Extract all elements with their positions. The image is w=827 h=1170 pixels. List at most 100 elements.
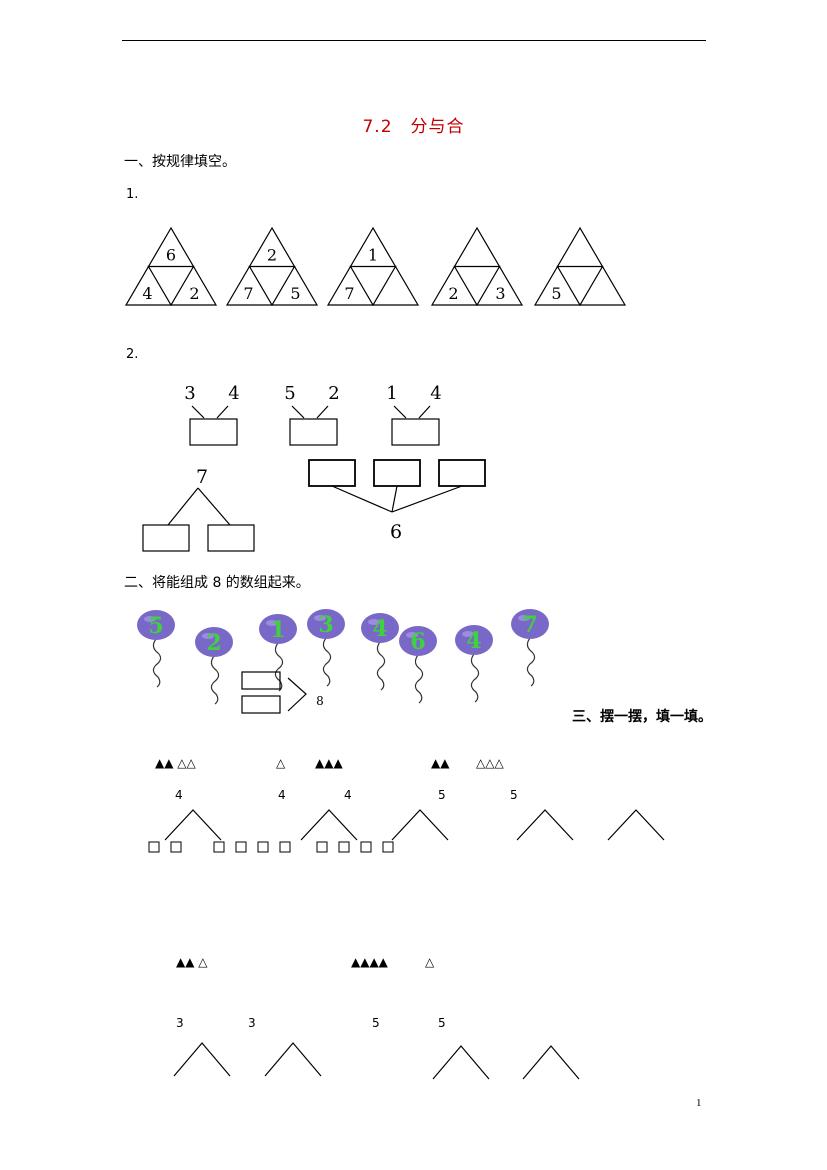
inner-triangle (453, 265, 501, 307)
shapes-group: △△△ (476, 756, 504, 770)
balloon: 5 (137, 610, 175, 688)
balloon-string (322, 637, 332, 687)
balloon-string (376, 641, 386, 691)
balloon: 3 (307, 609, 345, 687)
connector-line (393, 405, 407, 419)
answer-square (279, 841, 291, 853)
triangle-left-number: 2 (448, 284, 458, 303)
triangle-right-number: 3 (495, 284, 505, 303)
inner-triangle (349, 265, 397, 307)
branch-line (391, 485, 398, 513)
shapes-group: △ (425, 955, 435, 969)
bond-total: 5 (372, 1016, 380, 1030)
answer-box (207, 524, 255, 552)
answer-square (360, 841, 372, 853)
shapes-group: ▲▲▲▲ (351, 955, 388, 969)
section3-heading: 三、摆一摆，填一填。 (572, 709, 712, 725)
triangle-top-number: 1 (368, 246, 378, 265)
balloon-highlight (202, 633, 214, 639)
triangle-right-number: 5 (290, 284, 300, 303)
balloon-number: 4 (466, 628, 481, 654)
question-1-label: 1. (126, 187, 139, 202)
split-branch (391, 809, 449, 841)
triangle-top-number: 2 (267, 246, 277, 265)
answer-square (316, 841, 328, 853)
addend-a: 3 (184, 383, 195, 404)
answer-box (241, 695, 281, 714)
whole-number: 7 (196, 466, 208, 488)
bracket (287, 677, 307, 712)
balloon-number: 2 (206, 630, 221, 656)
answer-box (241, 671, 281, 690)
triangle-left-number: 5 (551, 284, 561, 303)
inner-triangle (248, 265, 296, 307)
balloon-highlight (462, 631, 474, 637)
balloon-number: 6 (410, 629, 425, 655)
inner-triangle (147, 265, 195, 307)
balloon-highlight (518, 615, 530, 621)
shapes-group: ▲▲ (431, 756, 450, 770)
branch-line (197, 487, 231, 526)
split-branch (607, 809, 665, 841)
bond-total: 3 (176, 1016, 184, 1030)
balloon-string (470, 653, 480, 703)
section2-heading: 二、将能组成 8 的数组起来。 (124, 575, 310, 591)
answer-square (257, 841, 269, 853)
split-branch (300, 809, 358, 841)
balloon-string (526, 637, 536, 687)
balloon-string (274, 642, 284, 692)
balloon-string (414, 654, 424, 704)
section1-heading: 一、按规律填空。 (124, 154, 236, 170)
split-branch (164, 809, 222, 841)
balloon: 7 (511, 609, 549, 687)
addend-b: 4 (430, 383, 441, 404)
answer-square (382, 841, 394, 853)
answer-square (213, 841, 225, 853)
connector-line (418, 405, 431, 419)
addend-b: 2 (328, 383, 339, 404)
balloon-number: 3 (318, 612, 333, 638)
addend-b: 4 (228, 383, 239, 404)
question-2-label: 2. (126, 347, 139, 362)
bond-total: 4 (344, 788, 352, 802)
target-number: 8 (316, 694, 324, 708)
header-rule (122, 40, 706, 41)
answer-box (308, 459, 356, 487)
split-branch (264, 1042, 322, 1077)
triangle-left-number: 4 (142, 284, 152, 303)
bond-total: 3 (248, 1016, 256, 1030)
split-branch (432, 1045, 490, 1080)
answer-box (189, 418, 238, 446)
triangle-right-number: 2 (189, 284, 199, 303)
answer-box (373, 459, 421, 487)
balloon-highlight (368, 619, 380, 625)
shapes-group: ▲▲ △△ (155, 756, 196, 770)
balloon: 1 (259, 614, 297, 692)
answer-square (148, 841, 160, 853)
connector-line (216, 405, 229, 419)
connector-line (191, 405, 205, 419)
bond-total: 4 (175, 788, 183, 802)
addend-a: 5 (284, 383, 295, 404)
whole-number: 6 (390, 521, 402, 543)
answer-square (338, 841, 350, 853)
addend-a: 1 (386, 383, 397, 404)
answer-box (391, 418, 440, 446)
answer-square (235, 841, 247, 853)
bond-total: 5 (510, 788, 518, 802)
answer-square (170, 841, 182, 853)
number-bond-diagrams: 3 4 5 2 1 4 7 6 (142, 383, 486, 552)
split-branch (516, 809, 574, 841)
balloon-highlight (266, 620, 278, 626)
branch-line (167, 487, 199, 526)
balloon-number: 5 (148, 613, 163, 639)
page-number: 1 (696, 1097, 702, 1109)
balloon-number: 1 (270, 617, 285, 643)
shapes-group: ▲▲▲ (315, 756, 343, 770)
branch-line (331, 485, 393, 513)
branch-line (391, 485, 463, 513)
inner-triangle (556, 265, 604, 307)
triangle-top-number: 6 (166, 246, 176, 265)
